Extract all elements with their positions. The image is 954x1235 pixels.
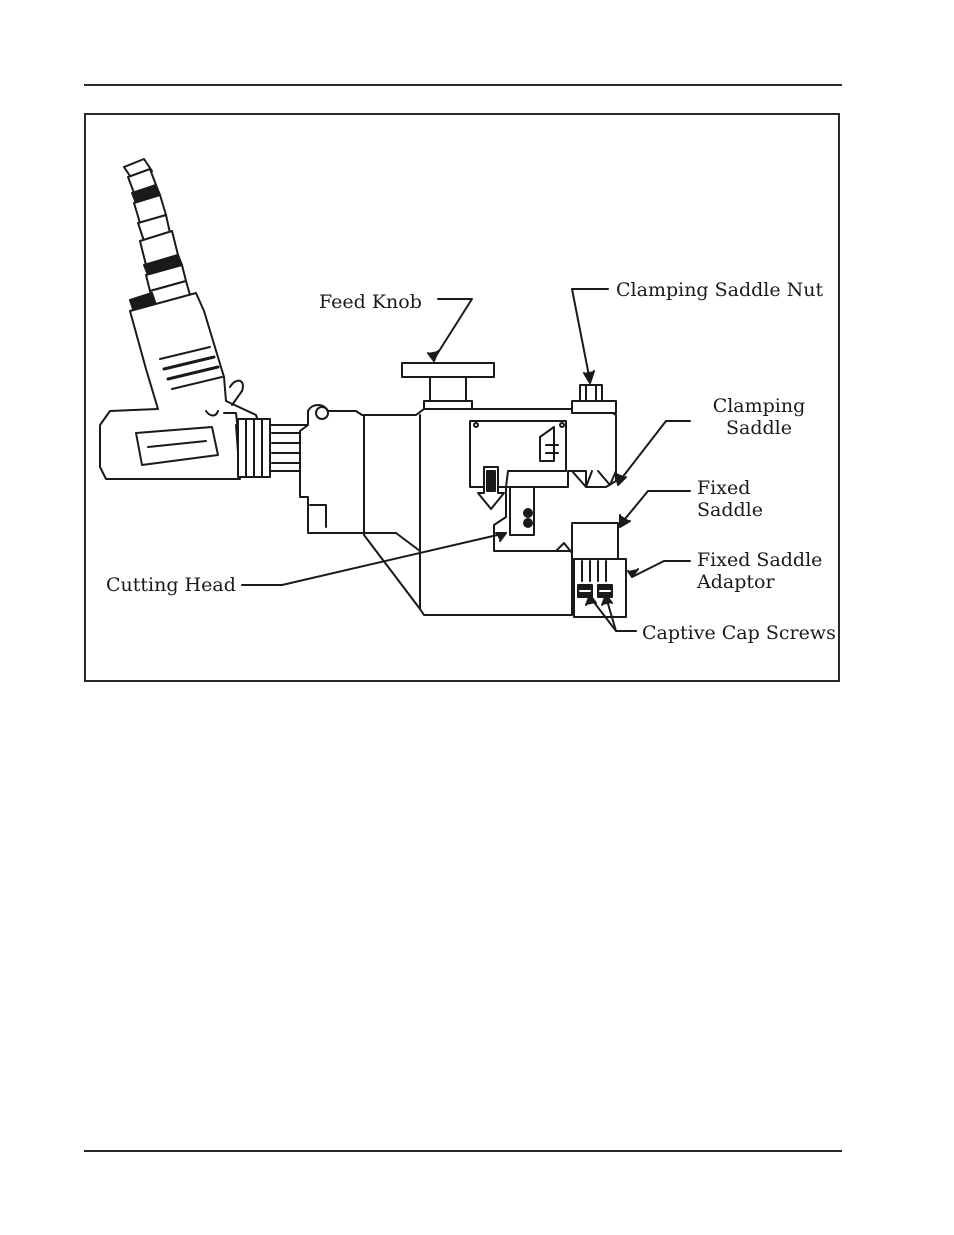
- label-feed-knob: Feed Knob: [319, 291, 422, 313]
- clamping-saddle: [571, 384, 617, 488]
- label-clamping-saddle-line1: Clamping: [712, 395, 806, 417]
- tool-diagram: [99, 158, 691, 632]
- leader-lines: [241, 288, 691, 632]
- label-cutting-head: Cutting Head: [106, 574, 236, 596]
- label-fixed-saddle-line1: Fixed: [697, 477, 751, 499]
- label-captive-cap-screws: Captive Cap Screws: [642, 622, 836, 644]
- footer-rule: [84, 1150, 842, 1152]
- figure-frame: Feed Knob Clamping Saddle Nut Clamping S…: [84, 113, 840, 682]
- label-fixed-saddle-adaptor-line2: Adaptor: [697, 571, 775, 593]
- label-fixed-saddle-adaptor-line1: Fixed Saddle: [697, 549, 823, 571]
- label-clamping-saddle-nut: Clamping Saddle Nut: [616, 279, 824, 301]
- feed-knob: [401, 362, 495, 410]
- label-fixed-saddle-line2: Saddle: [697, 499, 763, 521]
- label-clamping-saddle-line2: Saddle: [726, 417, 792, 439]
- motor-coupling: [237, 418, 309, 478]
- fixed-saddle: [555, 522, 627, 618]
- tool-body: [299, 404, 617, 616]
- header-rule: [84, 84, 842, 86]
- air-motor-handle: [99, 292, 261, 480]
- air-fitting: [123, 158, 191, 313]
